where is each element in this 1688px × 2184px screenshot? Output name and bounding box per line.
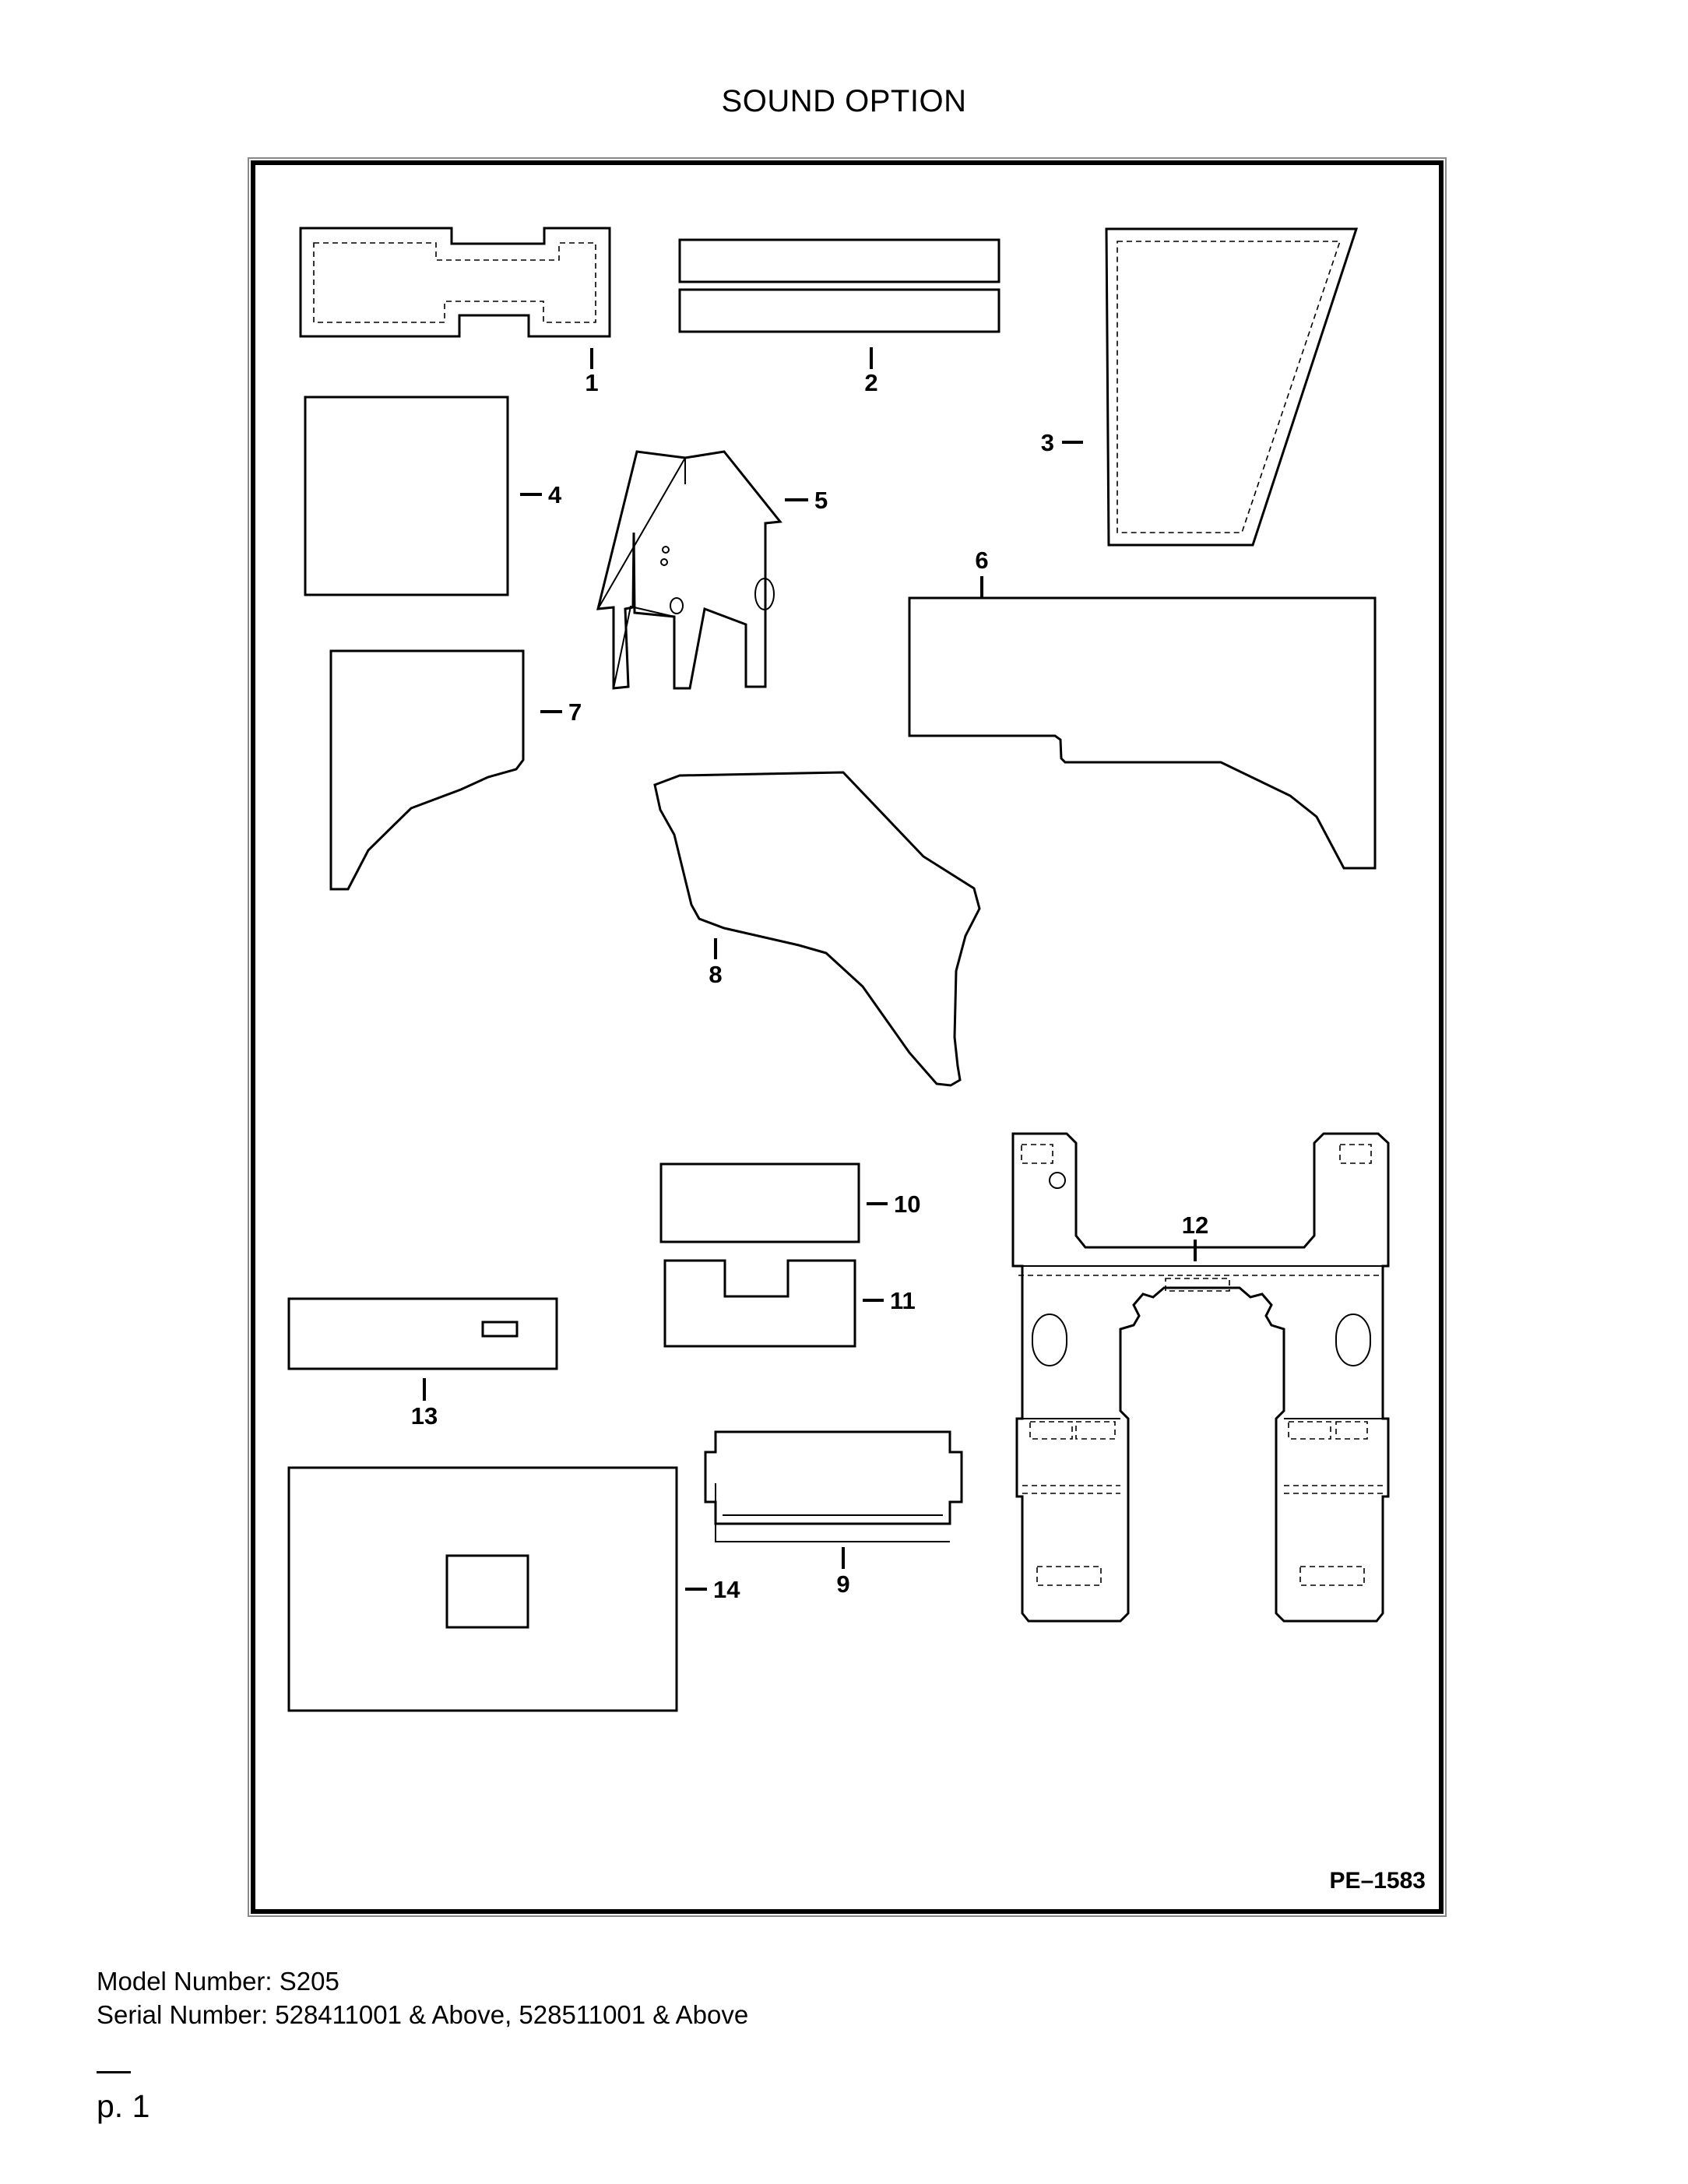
callout-7: 7 <box>568 698 582 726</box>
callout-6: 6 <box>975 547 988 574</box>
part-1 <box>299 227 611 369</box>
figure-code: PE–1583 <box>1330 1868 1426 1894</box>
callout-labels: 1 2 3 4 5 6 7 8 9 10 11 12 13 14 <box>411 369 1208 1603</box>
part-13 <box>287 1297 558 1401</box>
callout-8: 8 <box>709 961 722 988</box>
part-7 <box>329 649 562 891</box>
callout-1: 1 <box>585 369 598 396</box>
part-4 <box>304 396 542 596</box>
callout-11: 11 <box>890 1287 916 1314</box>
callout-14: 14 <box>713 1576 740 1603</box>
parts-diagram: 1 2 3 4 5 6 7 8 9 10 11 12 13 14 PE–1583 <box>248 157 1447 1917</box>
model-info: Model Number: S205 Serial Number: 528411… <box>97 1964 748 2031</box>
callout-3: 3 <box>1041 429 1054 456</box>
parts-diagram-svg: 1 2 3 4 5 6 7 8 9 10 11 12 13 14 PE–1583 <box>248 157 1447 1917</box>
callout-2: 2 <box>864 369 877 396</box>
page-title: SOUND OPTION <box>721 84 967 118</box>
part-14 <box>287 1466 707 1712</box>
callout-9: 9 <box>836 1570 849 1598</box>
serial-number: Serial Number: 528411001 & Above, 528511… <box>97 2000 749 2029</box>
part-2 <box>678 238 1000 369</box>
callout-4: 4 <box>548 481 562 508</box>
callout-5: 5 <box>814 487 828 514</box>
part-3 <box>1062 227 1359 547</box>
diagram-frame <box>248 157 1447 1917</box>
model-number: Model Number: S205 <box>97 1967 339 1996</box>
part-9 <box>704 1430 963 1569</box>
part-8 <box>653 771 981 1087</box>
callout-12: 12 <box>1182 1212 1208 1239</box>
callout-13: 13 <box>411 1402 438 1430</box>
part-10 <box>659 1162 888 1243</box>
callout-10: 10 <box>894 1190 920 1218</box>
part-6 <box>908 576 1377 870</box>
part-11 <box>663 1259 884 1348</box>
page-number: p. 1 <box>97 2088 150 2124</box>
part-5 <box>596 450 808 690</box>
part-12 <box>1011 1132 1390 1623</box>
page-number-rule <box>97 2071 131 2073</box>
